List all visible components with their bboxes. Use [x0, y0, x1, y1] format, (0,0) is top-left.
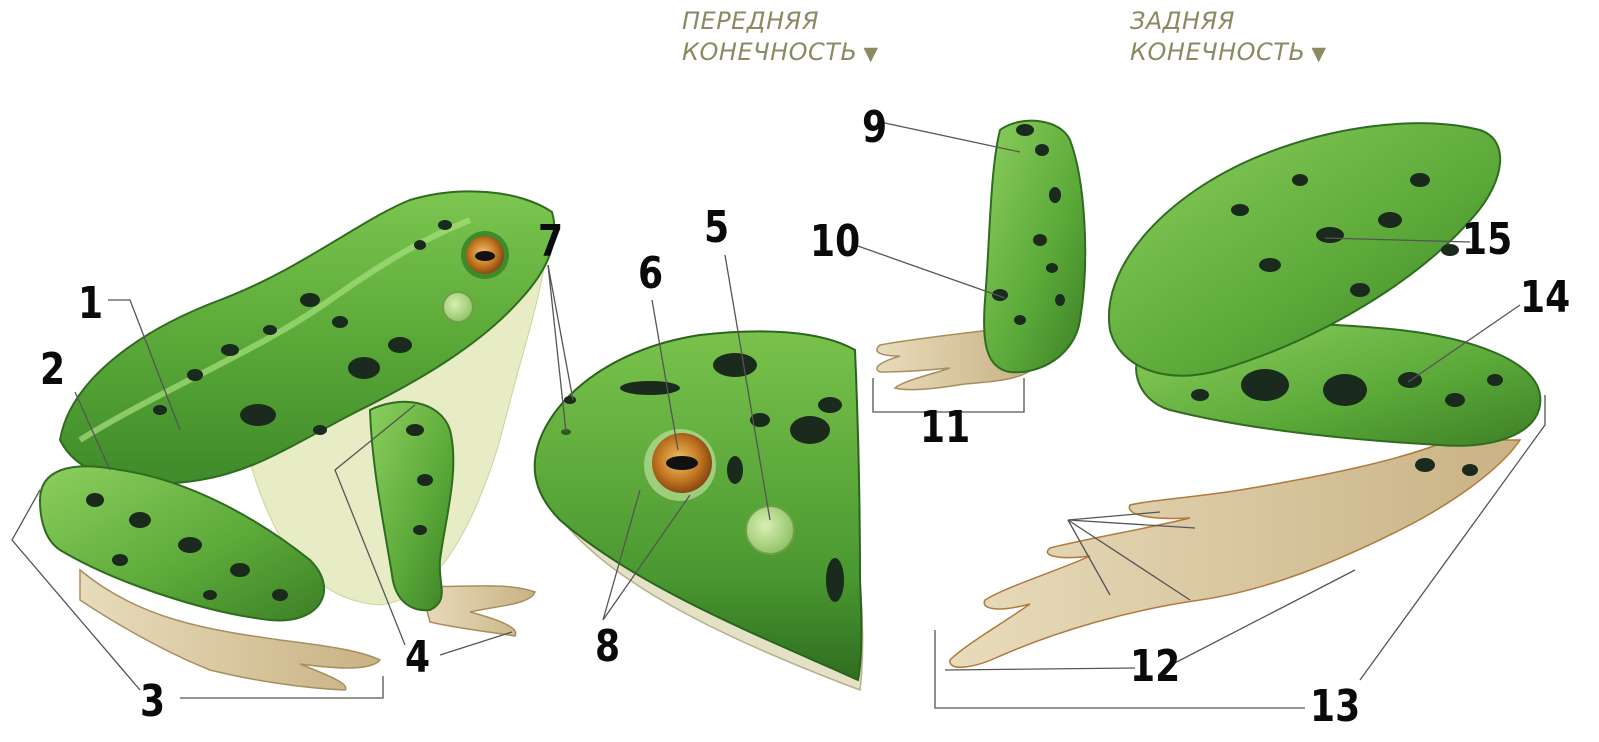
label-6: 6: [638, 252, 663, 296]
frog-head: [535, 331, 863, 690]
caption-hindlimb-line1: ЗАДНЯЯ: [1130, 6, 1327, 37]
label-5: 5: [704, 206, 729, 250]
caption-forelimb-line2: КОНЕЧНОСТЬ: [682, 38, 857, 66]
caption-forelimb-line2-wrap: КОНЕЧНОСТЬ ▼: [682, 37, 879, 70]
label-13: 13: [1310, 685, 1360, 729]
caption-hindlimb-line2: КОНЕЧНОСТЬ: [1130, 38, 1305, 66]
label-14: 14: [1520, 276, 1570, 320]
label-4: 4: [405, 636, 430, 680]
leader-4b: [440, 632, 512, 655]
frog-whole: [40, 191, 554, 690]
label-9: 9: [862, 106, 887, 150]
label-3: 3: [140, 680, 165, 724]
label-1: 1: [78, 282, 103, 326]
caption-hindlimb-line2-wrap: КОНЕЧНОСТЬ ▼: [1130, 37, 1327, 70]
leader-12a: [945, 668, 1135, 670]
caption-hindlimb: ЗАДНЯЯ КОНЕЧНОСТЬ ▼: [1130, 6, 1327, 70]
tympanum: [443, 292, 473, 322]
head-tympanum: [746, 506, 794, 554]
label-7: 7: [538, 220, 563, 264]
caption-hindlimb-arrow: ▼: [1311, 43, 1326, 65]
caption-forelimb-arrow: ▼: [863, 43, 878, 65]
caption-forelimb-line1: ПЕРЕДНЯЯ: [682, 6, 879, 37]
head-top: [535, 331, 862, 680]
label-12: 12: [1130, 645, 1180, 689]
label-10: 10: [810, 220, 860, 264]
hindlimb-foot: [950, 440, 1520, 667]
label-15: 15: [1462, 218, 1512, 262]
nostril: [564, 396, 576, 404]
forelimb-arm: [984, 121, 1085, 373]
label-8: 8: [595, 625, 620, 669]
forelimb-detail: [877, 121, 1085, 390]
caption-forelimb: ПЕРЕДНЯЯ КОНЕЧНОСТЬ ▼: [682, 6, 879, 70]
label-2: 2: [40, 348, 65, 392]
leader-10: [855, 245, 1005, 298]
label-11: 11: [920, 406, 970, 450]
